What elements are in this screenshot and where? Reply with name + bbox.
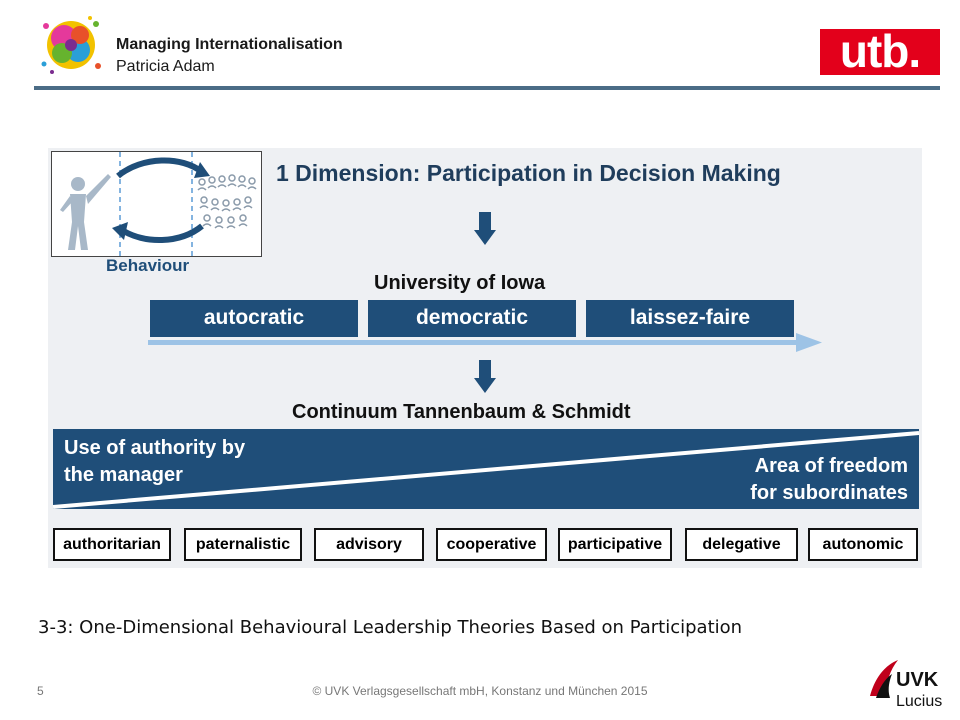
continuum-diagram (53, 429, 919, 509)
lucius-logo-text: Lucius (896, 693, 942, 710)
behaviour-illustration (51, 151, 262, 257)
down-arrow-icon (474, 360, 496, 393)
author-name: Patricia Adam (116, 58, 215, 75)
utb-logo: utb. (820, 28, 940, 75)
leader-group-icon (60, 152, 257, 256)
continuum-title: Continuum Tannenbaum & Schmidt (292, 401, 631, 423)
colorful-burst-logo (41, 16, 101, 74)
autocratic-box: autocratic (150, 300, 358, 337)
laissez-faire-box: laissez-faire (586, 300, 794, 337)
authority-line-1: Use of authority by (64, 437, 246, 459)
freedom-text: Area of freedom for subordinates (668, 453, 908, 507)
freedom-line-1: Area of freedom (754, 455, 908, 477)
level-advisory: advisory (314, 528, 424, 561)
leadership-figure: Behaviour 1 Dimension: Participation in … (48, 148, 922, 568)
iowa-scale-arrow-icon (148, 333, 822, 352)
iowa-title: University of Iowa (374, 272, 546, 294)
presentation-title: Managing Internationalisation (116, 36, 343, 53)
figure-caption: 3-3: One-Dimensional Behavioural Leaders… (38, 617, 743, 638)
democratic-box: democratic (368, 300, 576, 337)
authority-text: Use of authority by the manager (64, 435, 245, 489)
level-participative: participative (558, 528, 672, 561)
dimension-title: 1 Dimension: Participation in Decision M… (276, 160, 781, 186)
page-number: 5 (37, 684, 44, 698)
down-arrow-icon (474, 212, 496, 245)
behaviour-label: Behaviour (106, 256, 190, 275)
freedom-line-2: for subordinates (750, 482, 908, 504)
header-divider (34, 86, 940, 90)
level-authoritarian: authoritarian (53, 528, 171, 561)
uvk-lucius-logo: UVK Lucius (870, 660, 942, 710)
level-autonomic: autonomic (808, 528, 918, 561)
copyright-notice: © UVK Verlagsgesellschaft mbH, Konstanz … (312, 684, 648, 698)
uvk-logo-text: UVK (896, 669, 939, 691)
level-cooperative: cooperative (436, 528, 547, 561)
authority-line-2: the manager (64, 464, 183, 486)
level-delegative: delegative (685, 528, 798, 561)
level-paternalistic: paternalistic (184, 528, 302, 561)
